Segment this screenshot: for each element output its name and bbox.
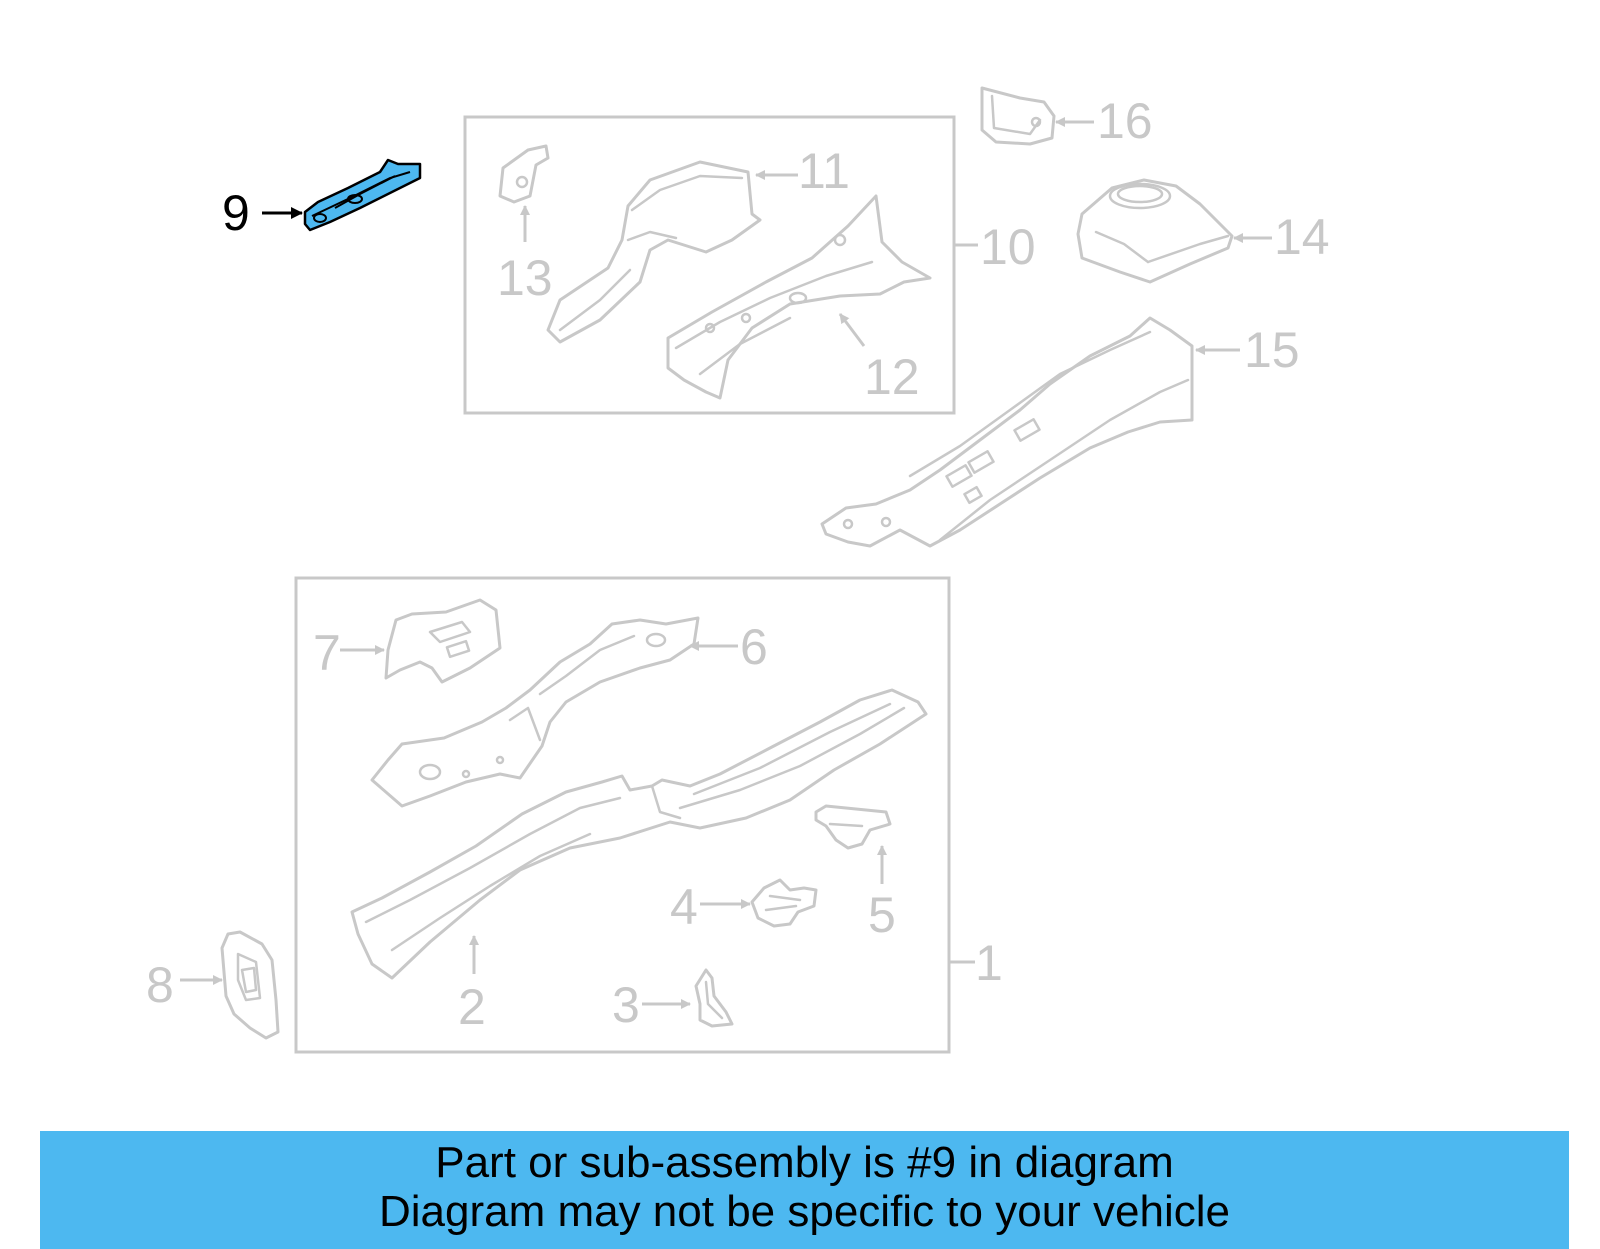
part-13 [498, 144, 550, 204]
callout-10-label: 10 [980, 219, 1036, 275]
part-15 [820, 316, 1194, 548]
group-10-box [463, 115, 956, 415]
part-7 [384, 598, 502, 684]
part-16 [980, 86, 1056, 146]
callout-13-label: 13 [497, 250, 553, 306]
part-12 [666, 194, 932, 400]
part-6 [370, 616, 700, 808]
callout-2-label: 2 [458, 979, 486, 1035]
callout-11-label: 11 [798, 143, 850, 199]
callout-5-label: 5 [868, 887, 896, 943]
callout-4-label: 4 [670, 879, 698, 935]
info-banner: Part or sub-assembly is #9 in diagram Di… [40, 1131, 1569, 1249]
part-9-highlighted[interactable] [303, 158, 422, 232]
part-2 [350, 688, 928, 980]
part-14 [1076, 178, 1234, 284]
part-5 [814, 804, 892, 850]
part-4 [750, 878, 818, 928]
callout-3-label: 3 [612, 977, 640, 1033]
callout-15-label: 15 [1244, 322, 1300, 378]
callout-16-label: 16 [1097, 93, 1153, 149]
callout-7-label: 7 [313, 625, 341, 681]
part-8 [220, 930, 280, 1040]
group-1-box [294, 576, 951, 1054]
callout-9-label: 9 [222, 185, 250, 241]
callout-1-label: 1 [975, 935, 1003, 991]
banner-line-1: Part or sub-assembly is #9 in diagram [435, 1138, 1174, 1187]
callout-14-label: 14 [1274, 209, 1330, 265]
callout-6-label: 6 [740, 619, 768, 675]
part-3 [694, 968, 734, 1028]
callout-8-label: 8 [146, 957, 174, 1013]
banner-line-2: Diagram may not be specific to your vehi… [378, 1187, 1231, 1236]
callout-12-label: 12 [864, 349, 920, 405]
part-11 [546, 160, 762, 344]
